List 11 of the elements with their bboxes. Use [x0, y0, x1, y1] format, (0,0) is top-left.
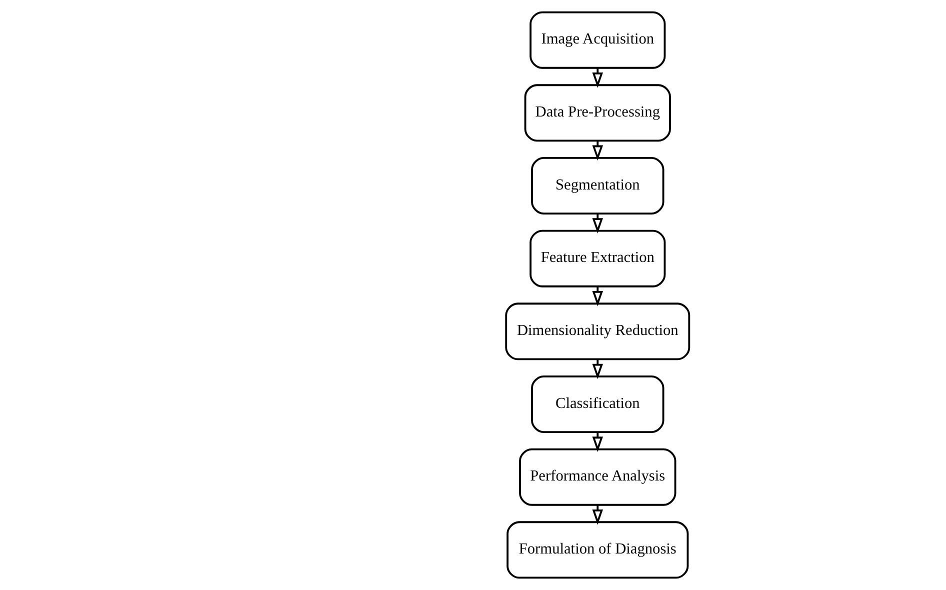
arrow: [592, 360, 604, 380]
node-box: Image Acquisition: [530, 11, 666, 69]
node-box: Formulation of Diagnosis: [506, 521, 689, 579]
node-box: Dimensionality Reduction: [505, 302, 690, 360]
node-box: Classification: [531, 376, 664, 433]
node-box: Segmentation: [531, 157, 664, 214]
arrow: [592, 141, 604, 161]
node-box: Data Pre-Processing: [524, 84, 671, 142]
node-box: Feature Extraction: [530, 230, 666, 288]
node-box: Performance Analysis: [519, 448, 676, 506]
arrow: [592, 68, 604, 88]
